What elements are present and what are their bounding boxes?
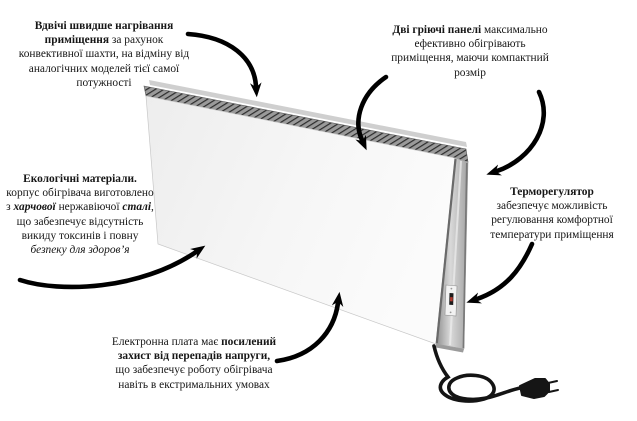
annotation-line: приміщення за рахунок xyxy=(6,33,202,47)
text-segment: аналогічних моделей тієї самої xyxy=(28,62,180,75)
annotation-line: що забезпечує відсутність xyxy=(0,215,160,229)
text-segment: що забезпечує відсутність xyxy=(16,215,144,228)
annotation-line: регулювання комфортної xyxy=(474,213,630,227)
text-segment: потужності xyxy=(76,76,132,89)
text-segment: викиду токсинів і повну xyxy=(21,229,139,242)
annotation-line: захист від перепадів напруги, xyxy=(101,349,287,363)
text-segment: нержавіючої xyxy=(55,201,123,214)
annotation-line: з харчової нержавіючої сталі, xyxy=(0,200,160,214)
text-segment: сталі xyxy=(122,201,152,214)
text-segment: приміщення, маючи компактний xyxy=(391,52,549,65)
text-segment: регулювання комфортної xyxy=(491,214,613,227)
text-segment: Екологічні матеріали. xyxy=(23,173,137,185)
arrow-eco-materials-icon xyxy=(17,245,206,290)
text-segment: , xyxy=(151,201,154,214)
text-segment: максимально xyxy=(481,24,548,36)
annotation-eco-materials: Екологічні матеріали. корпус обігрівача … xyxy=(0,172,160,257)
annotation-two-panels: Дві гріючі панелі максимально ефективно … xyxy=(376,23,564,80)
text-segment: конвективної шахти, на відміну від xyxy=(18,48,190,61)
text-segment: Вдвічі швидше нагрівання xyxy=(34,20,174,32)
text-segment: приміщення xyxy=(44,34,110,47)
text-segment: захист від перепадів напруги, xyxy=(117,350,271,363)
annotation-line: температури приміщення xyxy=(474,228,630,242)
text-segment: Терморегулятор xyxy=(510,186,594,198)
text-segment: розмір xyxy=(454,66,486,79)
annotation-line: Терморегулятор xyxy=(474,185,630,199)
text-segment: Дві гріючі панелі xyxy=(392,24,482,36)
text-segment: харчової xyxy=(13,201,56,214)
annotation-line: приміщення, маючи компактний xyxy=(376,51,564,65)
text-segment: безпеку для здоров’я xyxy=(30,244,130,257)
annotation-fast-heating: Вдвічі швидше нагрівання приміщення за р… xyxy=(6,19,202,90)
annotation-line: розмір xyxy=(376,66,564,80)
arrow-surge-protection-icon xyxy=(274,291,344,364)
annotation-line: Екологічні матеріали. xyxy=(0,172,160,186)
power-cord xyxy=(432,344,522,403)
annotation-line: забезпечує можливість xyxy=(474,199,630,213)
annotation-line: Дві гріючі панелі максимально xyxy=(376,23,564,37)
text-segment: Електронна плата має xyxy=(111,336,222,348)
text-segment: з xyxy=(6,201,14,214)
thermostat-control xyxy=(444,284,458,317)
text-segment: за рахунок xyxy=(109,34,164,47)
text-segment: забезпечує можливість xyxy=(496,200,608,213)
annotation-line: що забезпечує роботу обігрівача xyxy=(101,363,287,377)
annotation-thermostat: Терморегулятор забезпечує можливість рег… xyxy=(474,185,630,242)
annotation-line: ефективно обігрівають xyxy=(376,37,564,51)
arrow-two-panels-left-icon xyxy=(355,74,389,151)
annotation-line: Вдвічі швидше нагрівання xyxy=(6,19,202,33)
arrow-thermostat-icon xyxy=(466,241,535,304)
text-segment: ефективно обігрівають xyxy=(414,38,526,51)
heater-body xyxy=(143,80,559,403)
text-segment: посилений xyxy=(221,336,277,348)
annotation-line: конвективної шахти, на відміну від xyxy=(6,47,202,61)
annotation-line: потужності xyxy=(6,76,202,90)
text-segment: корпус обігрівача виготовлено xyxy=(6,187,154,200)
power-plug xyxy=(519,378,559,399)
annotation-line: аналогічних моделей тієї самої xyxy=(6,62,202,76)
text-segment: що забезпечує роботу обігрівача xyxy=(115,364,273,377)
text-segment: навіть в екстримальних умовах xyxy=(118,378,270,391)
annotation-surge-protection: Електронна плата має посилений захист ві… xyxy=(101,335,287,392)
annotation-line: безпеку для здоров’я xyxy=(0,243,160,257)
cap-edge xyxy=(462,162,468,349)
annotation-line: корпус обігрівача виготовлено xyxy=(0,186,160,200)
arrow-fast-heating-icon xyxy=(185,31,262,98)
text-segment: температури приміщення xyxy=(490,228,614,241)
annotation-line: навіть в екстримальних умовах xyxy=(101,378,287,392)
annotation-line: викиду токсинів і повну xyxy=(0,229,160,243)
cap-groove xyxy=(435,158,457,344)
arrow-two-panels-right-icon xyxy=(486,89,546,176)
annotation-arrows xyxy=(17,31,546,364)
rear-panel-lip xyxy=(149,80,467,147)
annotation-line: Електронна плата має посилений xyxy=(101,335,287,349)
bottom-shadow xyxy=(436,344,464,353)
